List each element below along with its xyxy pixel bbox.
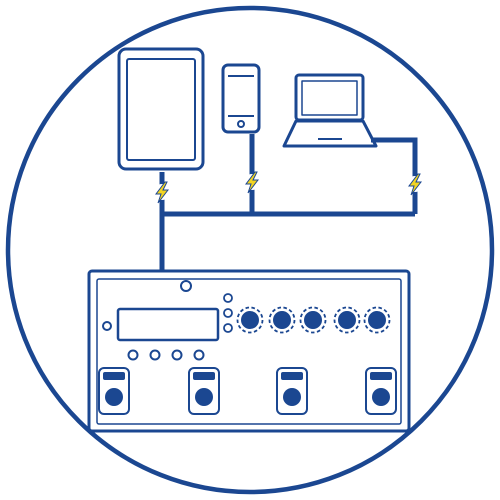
lightning-bolt-icon <box>154 181 170 204</box>
controller-body <box>87 269 411 433</box>
function-button <box>149 349 161 361</box>
function-button <box>127 349 139 361</box>
indicator-dot <box>223 293 233 303</box>
lightning-bolt-icon <box>407 173 423 196</box>
multi-effects-pedal-controller <box>87 269 411 433</box>
function-button <box>171 349 183 361</box>
footswitch-icon <box>98 367 130 415</box>
lightning-bolt-icon <box>244 171 260 194</box>
footswitch-icon <box>276 367 308 415</box>
knob-icon <box>268 306 296 334</box>
knob-icon <box>363 306 391 334</box>
function-button <box>193 349 205 361</box>
footswitch-icon <box>365 367 397 415</box>
function-buttons <box>127 349 205 361</box>
cable-network <box>159 134 418 270</box>
knob-icon <box>333 306 361 334</box>
outer-circle-frame <box>5 5 495 495</box>
controller-inner-panel <box>96 278 402 425</box>
indicator-dots <box>223 293 233 333</box>
smartphone-icon <box>221 63 261 134</box>
footswitches <box>98 367 397 415</box>
indicator-dot <box>223 323 233 333</box>
laptop-cable <box>371 137 418 214</box>
knobs <box>236 306 391 334</box>
footswitch-icon <box>188 367 220 415</box>
knob-icon <box>236 306 264 334</box>
display-screen <box>116 307 220 342</box>
laptop-icon <box>282 73 378 148</box>
knob-icon <box>299 306 327 334</box>
input-jack-icon <box>180 280 192 292</box>
screw-icon <box>102 321 112 331</box>
indicator-dot <box>223 308 233 318</box>
tablet-icon <box>117 47 205 171</box>
